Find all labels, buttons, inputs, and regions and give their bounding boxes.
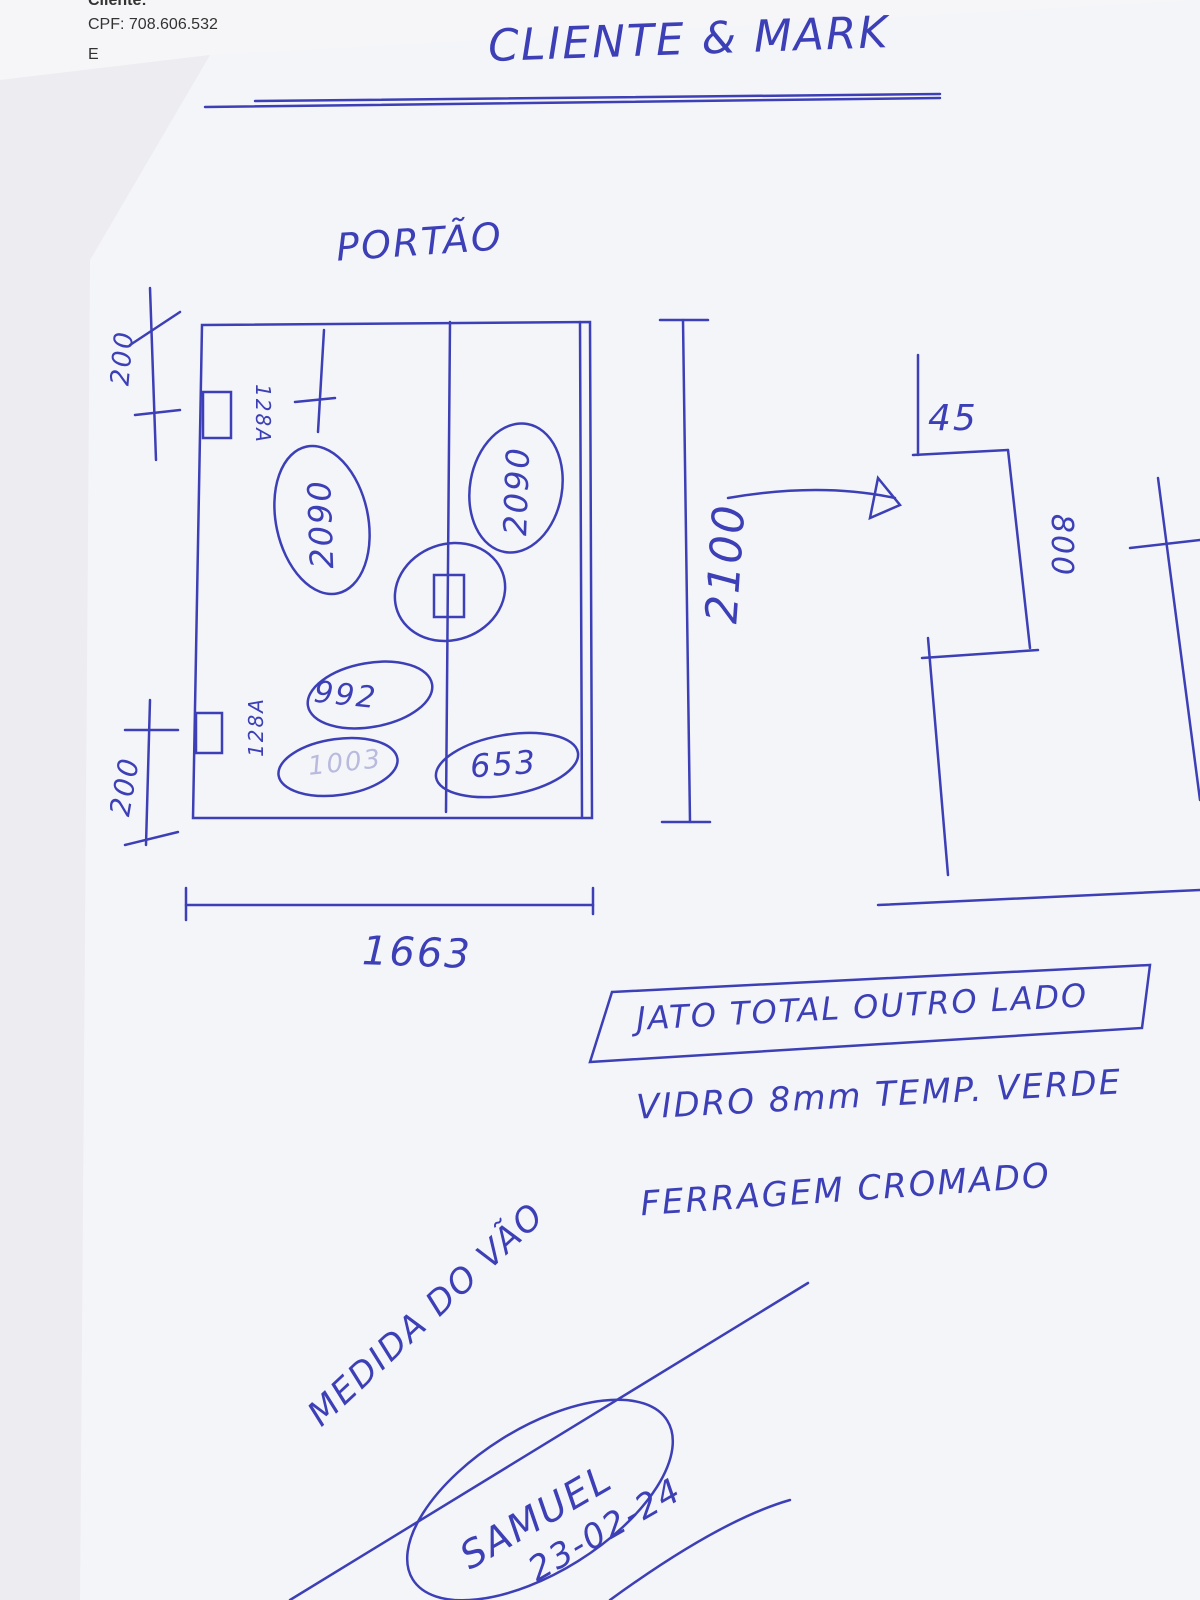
dim-top-tick-1 xyxy=(128,310,182,347)
dim-bottom-line xyxy=(144,698,152,847)
circle-panel-left-width xyxy=(306,660,434,730)
detail-arrow-line xyxy=(726,488,897,500)
detail-far-line xyxy=(1156,476,1200,802)
dim-height-label: 2100 xyxy=(696,501,756,626)
detail-top-edge xyxy=(911,448,1010,457)
detail-top-label: 45 xyxy=(928,398,978,439)
paper-fold-shadow xyxy=(0,55,210,1600)
dim-height-line xyxy=(681,318,692,824)
signature-flourish xyxy=(608,1498,792,1600)
stamp-underline xyxy=(288,1281,810,1600)
detail-lower-wall xyxy=(926,636,950,877)
handle-line xyxy=(316,328,326,434)
gate-frame xyxy=(191,320,594,820)
signature-circle xyxy=(405,1398,675,1600)
detail-right-edge xyxy=(1006,448,1032,650)
gate-frame-inner-edge xyxy=(578,320,584,820)
circle-panel-left-bottom xyxy=(277,736,399,798)
dim-top-line xyxy=(148,286,158,462)
detail-arrow-head xyxy=(868,475,903,521)
header-underline-1 xyxy=(203,96,942,109)
center-lock-circle xyxy=(393,541,507,643)
center-lock-box xyxy=(432,573,466,619)
detail-bottom-edge xyxy=(920,648,1040,660)
lock-label-bottom: 128A xyxy=(243,697,268,757)
panel-left-width-label: 992 xyxy=(312,674,379,717)
panel-left-height-label: 2090 xyxy=(300,478,342,570)
note-box-frame xyxy=(588,963,1152,1064)
underlying-cut-text: E xyxy=(88,46,99,63)
panel-right-width-label: 653 xyxy=(468,742,539,786)
dim-width-label: 1663 xyxy=(361,928,473,978)
dim-bottom-tick-2 xyxy=(123,830,180,847)
detail-far-tick xyxy=(1128,538,1200,550)
lock-box-bottom xyxy=(194,711,224,755)
detail-floor-line xyxy=(876,888,1200,907)
underlying-cpf-text: CPF: 708.606.532 xyxy=(88,16,218,33)
header-underline-2 xyxy=(253,92,942,103)
lock-label-top: 128A xyxy=(250,384,275,444)
panel-right-height-label: 2090 xyxy=(496,445,538,537)
dim-top-offset-label: 200 xyxy=(105,328,141,388)
handle-tick xyxy=(293,396,337,404)
underlying-client-label: Cliente: xyxy=(88,0,147,9)
lock-box-top xyxy=(201,390,233,440)
circle-panel-left-height xyxy=(273,444,371,596)
gate-divider xyxy=(444,320,452,814)
circle-panel-right-height xyxy=(468,422,564,554)
circle-panel-right-width xyxy=(434,731,580,799)
dim-top-tick-2 xyxy=(133,408,182,417)
detail-depth-label: 800 xyxy=(1044,513,1080,578)
